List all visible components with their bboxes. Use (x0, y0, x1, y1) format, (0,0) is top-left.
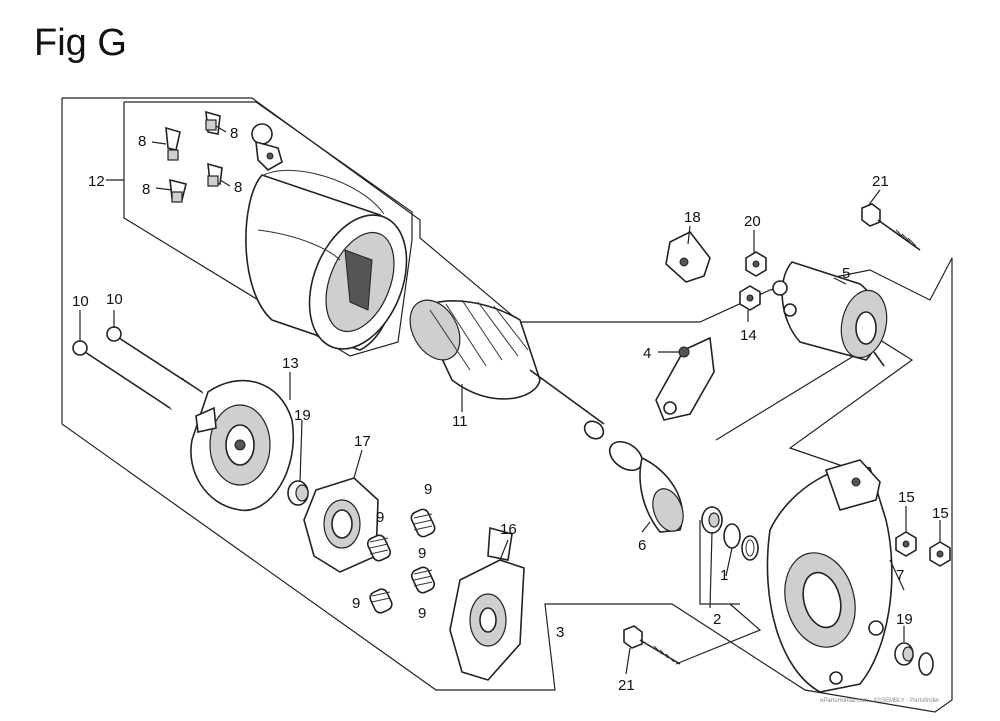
callout-16: 16 (500, 521, 517, 538)
terminal-nut-20[interactable] (745, 251, 767, 277)
assembly-outline-main (61, 97, 953, 713)
callout-9d: 9 (352, 595, 360, 612)
figure-title: Fig G (34, 22, 127, 64)
callout-17: 17 (354, 433, 371, 450)
rear-cover[interactable] (190, 379, 295, 512)
terminal-nut-14[interactable] (739, 285, 761, 311)
brush-holder[interactable] (303, 477, 379, 573)
brush-spring-4[interactable] (368, 587, 394, 615)
armature[interactable] (400, 291, 607, 442)
brush-2[interactable] (205, 110, 221, 135)
mounting-bolt-bottom[interactable] (623, 625, 681, 665)
housing-nut-1[interactable] (895, 531, 917, 557)
brush-spring-3[interactable] (410, 565, 436, 594)
callout-18: 18 (684, 209, 701, 226)
leader-lines (79, 179, 941, 675)
bushing-rear[interactable] (287, 480, 309, 506)
bracket-front-housing (675, 603, 762, 665)
callout-15b: 15 (932, 505, 949, 522)
brush-spring-2[interactable] (366, 533, 392, 562)
bushing-front[interactable] (894, 642, 914, 666)
callout-2: 2 (713, 611, 721, 628)
solenoid-cover[interactable] (665, 230, 711, 283)
callout-11: 11 (452, 413, 468, 430)
bracket-washers (699, 520, 740, 605)
front-housing[interactable] (766, 459, 893, 693)
snap-ring[interactable] (741, 535, 759, 561)
through-bolt-2[interactable] (106, 326, 205, 395)
solenoid[interactable] (772, 261, 893, 367)
thrust-washer[interactable] (701, 506, 723, 534)
through-bolt-1[interactable] (72, 340, 173, 411)
bracket-solenoid (715, 339, 914, 473)
callout-8d: 8 (234, 179, 242, 196)
callout-9e: 9 (418, 605, 426, 622)
callout-10b: 10 (106, 291, 123, 308)
assembly-outline-yoke (123, 101, 413, 357)
housing-nut-2[interactable] (929, 541, 951, 567)
callout-9a: 9 (424, 481, 432, 498)
mounting-bolt-top[interactable] (861, 203, 921, 251)
callout-4: 4 (643, 345, 651, 362)
callout-19b: 19 (896, 611, 913, 628)
callout-9b: 9 (376, 509, 384, 526)
callout-8b: 8 (230, 125, 238, 142)
callout-1: 1 (720, 567, 728, 584)
brush-spring-1[interactable] (409, 507, 436, 538)
callout-21b: 21 (618, 677, 635, 694)
callout-19a: 19 (294, 407, 311, 424)
callout-10a: 10 (72, 293, 89, 310)
o-ring-front[interactable] (918, 652, 934, 676)
callout-15a: 15 (898, 489, 915, 506)
brush-3[interactable] (169, 178, 187, 203)
callout-13: 13 (282, 355, 299, 372)
callout-8c: 8 (142, 181, 150, 198)
shift-lever[interactable] (655, 336, 715, 421)
callout-3: 3 (556, 624, 564, 641)
callout-9c: 9 (418, 545, 426, 562)
brush-1[interactable] (165, 126, 181, 161)
yoke-housing[interactable] (245, 169, 425, 363)
callout-21a: 21 (872, 173, 889, 190)
callout-5: 5 (842, 265, 850, 282)
stop-ring[interactable] (723, 523, 741, 549)
callout-7: 7 (896, 567, 904, 584)
callout-14: 14 (740, 327, 757, 344)
watermark: ePartsHonda.com · ASSEMBLY · Partsfinder (820, 698, 939, 704)
callout-6: 6 (638, 537, 646, 554)
yoke-terminal-lug[interactable] (251, 123, 283, 171)
brush-4[interactable] (207, 162, 223, 187)
callout-8a: 8 (138, 133, 146, 150)
callout-20: 20 (744, 213, 761, 230)
callout-12: 12 (88, 173, 105, 190)
brush-plate[interactable] (449, 526, 525, 681)
pinion-clutch[interactable] (604, 436, 688, 536)
